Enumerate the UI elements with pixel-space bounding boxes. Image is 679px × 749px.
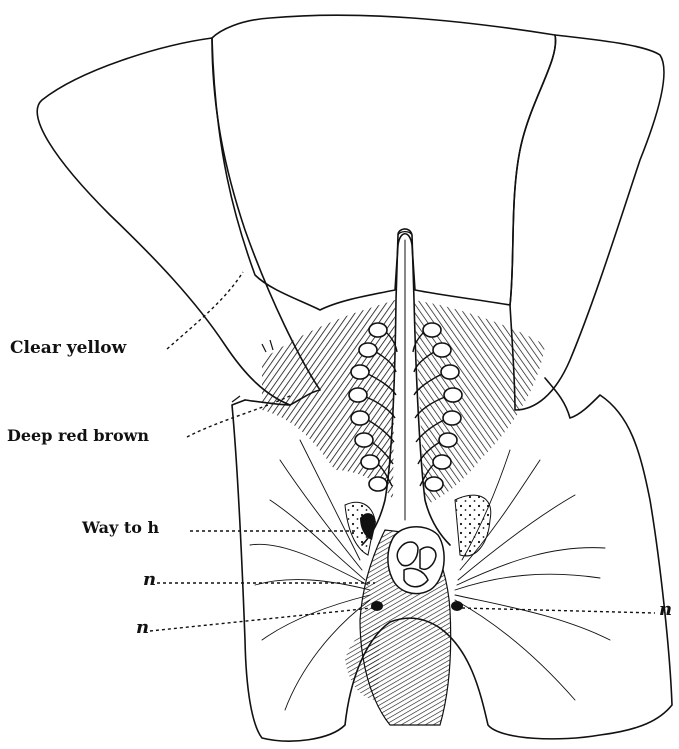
label-clear-yellow: Clear yellow [10, 340, 126, 357]
label-deep-red-brown: Deep red brown [7, 428, 149, 444]
center-petal [212, 15, 556, 310]
leader-clear-yellow [167, 272, 243, 349]
nectary-left [371, 601, 383, 611]
label-way-to-h: Way to h [82, 520, 159, 536]
leader-n-right [462, 608, 655, 613]
label-n-upper: n [143, 571, 156, 589]
nectary-right [451, 601, 463, 611]
label-n-lower-left: n [136, 619, 149, 637]
dotted-patch-right [455, 495, 491, 556]
label-n-right: n [659, 601, 672, 619]
